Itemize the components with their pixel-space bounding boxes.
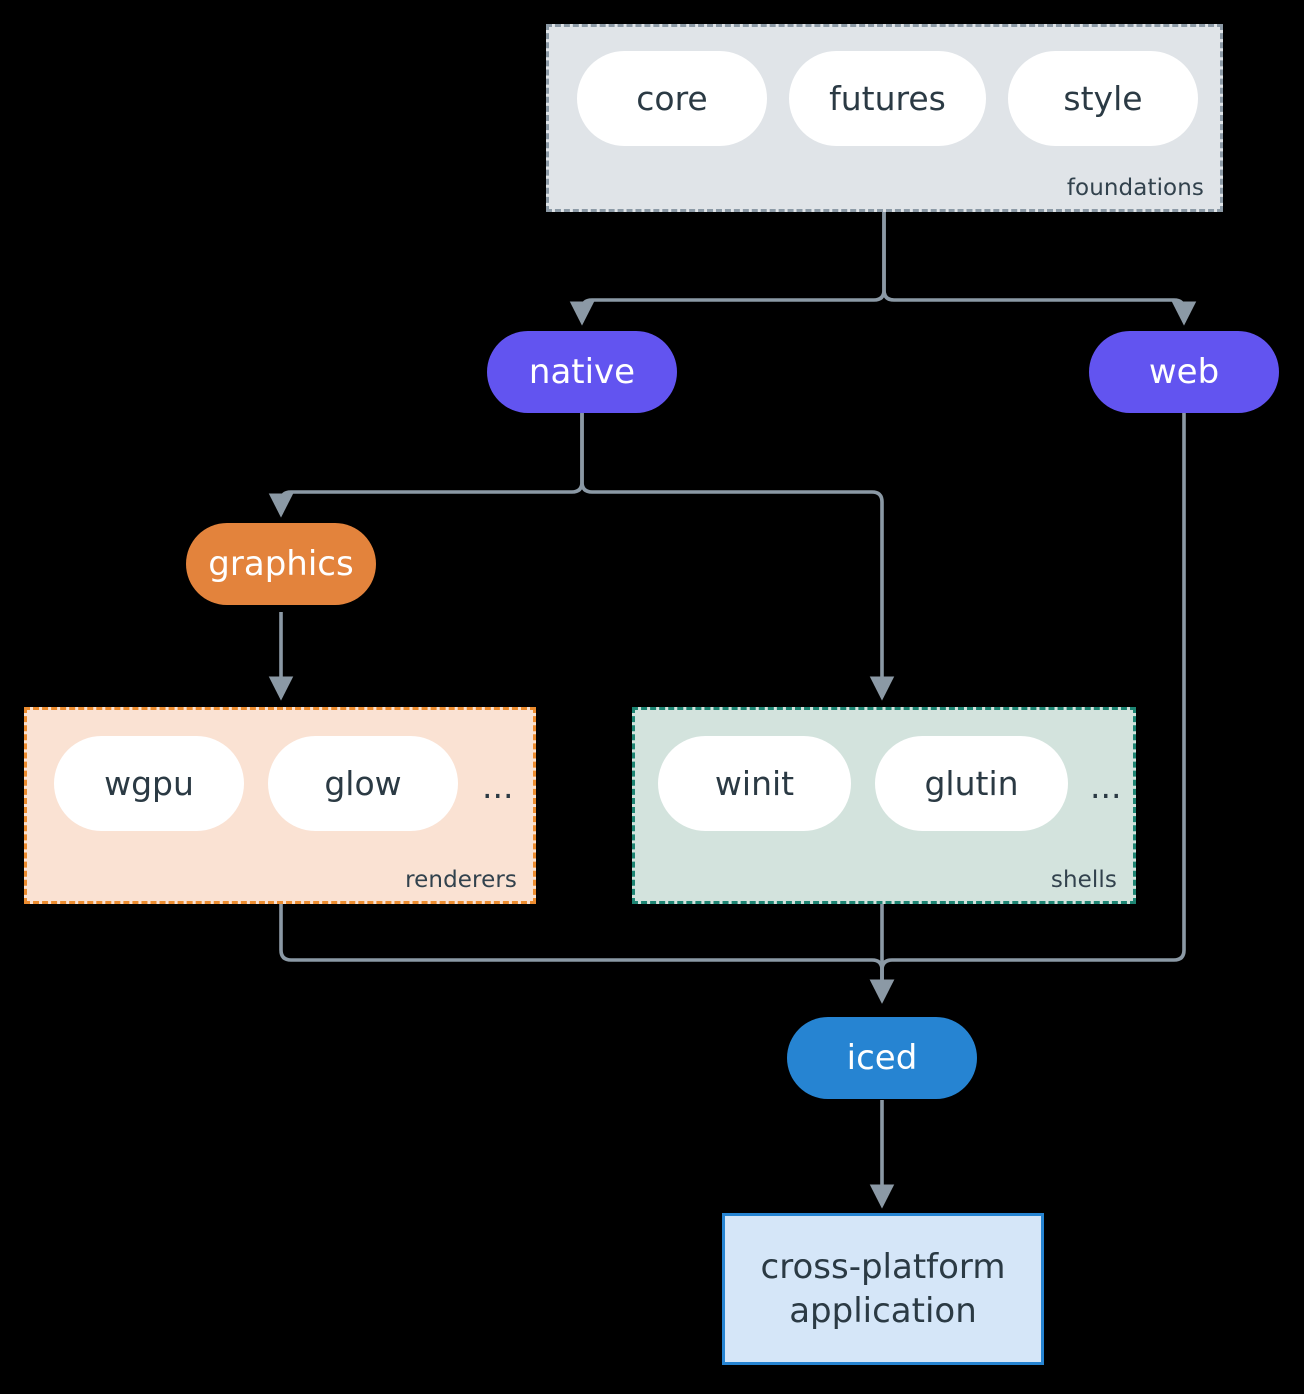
cluster-label-foundations: foundations xyxy=(1066,175,1204,201)
chip-shells-more: ... xyxy=(1090,767,1122,806)
application-label-line2: application xyxy=(789,1291,977,1331)
chip-style[interactable]: style xyxy=(1008,51,1198,146)
chip-glow[interactable]: glow xyxy=(268,736,458,831)
node-application[interactable]: cross-platform application xyxy=(722,1213,1044,1365)
node-native[interactable]: native xyxy=(487,331,677,413)
node-web[interactable]: web xyxy=(1089,331,1279,413)
chip-glutin[interactable]: glutin xyxy=(875,736,1068,831)
cluster-label-shells: shells xyxy=(1050,867,1117,893)
cluster-renderers[interactable]: wgpu glow ... renderers xyxy=(24,707,536,904)
chip-futures[interactable]: futures xyxy=(789,51,986,146)
node-graphics[interactable]: graphics xyxy=(186,523,376,605)
chip-wgpu[interactable]: wgpu xyxy=(54,736,244,831)
node-iced[interactable]: iced xyxy=(787,1017,977,1099)
chip-core[interactable]: core xyxy=(577,51,767,146)
cluster-shells[interactable]: winit glutin ... shells xyxy=(632,707,1136,904)
cluster-foundations[interactable]: core futures style foundations xyxy=(546,24,1223,212)
chip-renderers-more: ... xyxy=(482,767,514,806)
cluster-label-renderers: renderers xyxy=(405,867,517,893)
chip-winit[interactable]: winit xyxy=(658,736,851,831)
application-label-line1: cross-platform xyxy=(760,1246,1006,1287)
